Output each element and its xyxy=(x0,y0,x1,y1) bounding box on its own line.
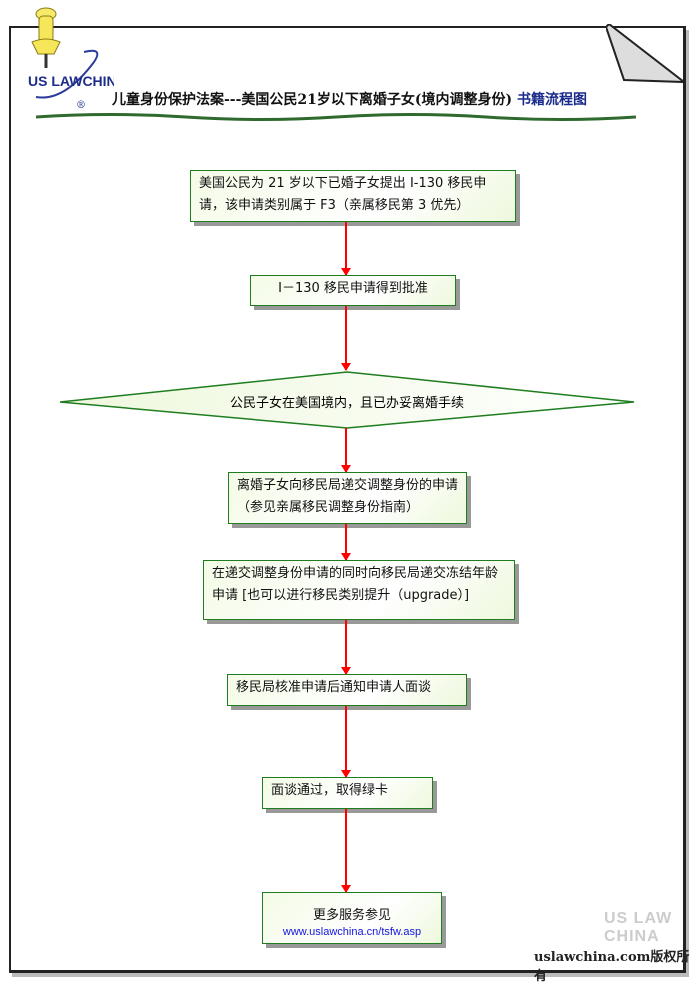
svg-text:®: ® xyxy=(76,100,86,111)
step-1-text: 美国公民为 21 岁以下已婚子女提出 I-130 移民申请，该申请类别属于 F3… xyxy=(199,176,487,213)
step-5-text: 在递交调整身份申请的同时向移民局递交冻结年龄申请 [也可以进行移民类别提升（up… xyxy=(212,566,499,603)
more-services-box: 更多服务参见 www.uslawchina.cn/tsfw.asp xyxy=(262,892,442,944)
step-2-box: I－130 移民申请得到批准 xyxy=(250,275,456,306)
more-services-link[interactable]: www.uslawchina.cn/tsfw.asp xyxy=(282,926,422,938)
more-services-label: 更多服务参见 xyxy=(312,908,391,923)
vine-divider xyxy=(36,113,636,121)
step-6-box: 移民局核准申请后通知申请人面谈 xyxy=(227,674,467,706)
step-4-box: 离婚子女向移民局递交调整身份的申请（参见亲属移民调整身份指南） xyxy=(228,472,467,524)
folded-corner-icon xyxy=(606,24,686,84)
step-5-box: 在递交调整身份申请的同时向移民局递交冻结年龄申请 [也可以进行移民类别提升（up… xyxy=(203,560,515,620)
arrow-2 xyxy=(341,306,351,371)
step-7-box: 面谈通过，取得绿卡 xyxy=(262,777,433,809)
arrow-6 xyxy=(341,706,351,778)
page-title: 儿童身份保护法案---美国公民21岁以下离婚子女(境内调整身份) 书籍流程图 xyxy=(112,89,587,109)
title-suffix: 书籍流程图 xyxy=(517,92,588,108)
arrow-4 xyxy=(341,524,351,561)
decision-text: 公民子女在美国境内，且已办妥离婚手续 xyxy=(229,396,464,411)
title-main: 儿童身份保护法案---美国公民21岁以下离婚子女(境内调整身份) xyxy=(112,92,513,108)
step-4-text: 离婚子女向移民局递交调整身份的申请（参见亲属移民调整身份指南） xyxy=(237,478,459,515)
step-7-text: 面谈通过，取得绿卡 xyxy=(271,783,389,798)
step-1-box: 美国公民为 21 岁以下已婚子女提出 I-130 移民申请，该申请类别属于 F3… xyxy=(190,170,516,222)
copyright-text: uslawchina.com版权所有 xyxy=(534,950,690,984)
arrow-1 xyxy=(341,222,351,276)
watermark-logo: US LAW CHINA xyxy=(604,910,673,945)
step-6-text: 移民局核准申请后通知申请人面谈 xyxy=(236,680,432,695)
step-2-text: I－130 移民申请得到批准 xyxy=(278,281,428,296)
arrow-5 xyxy=(341,620,351,675)
decision-diamond xyxy=(59,371,635,429)
arrow-7 xyxy=(341,809,351,893)
arrow-3 xyxy=(341,428,351,473)
